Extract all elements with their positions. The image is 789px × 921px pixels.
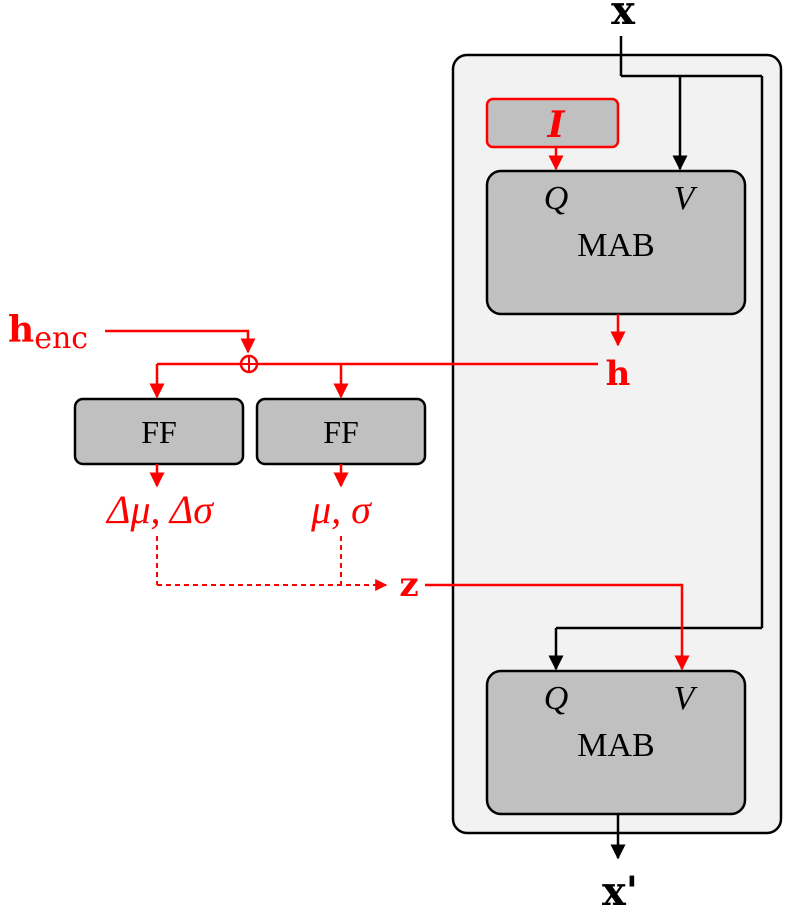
- h-enc-label: henc: [8, 309, 88, 356]
- induced-points-box: [485, 97, 620, 149]
- mab-bottom-q-label: Q: [544, 680, 569, 717]
- z-to-mab-line: [425, 583, 690, 671]
- h-enc-line: [105, 329, 256, 354]
- delta-params-label: Δμ, Δσ: [105, 487, 214, 532]
- ff-left-box: [73, 397, 245, 466]
- mab-bottom-name: MAB: [577, 727, 654, 764]
- mab-top-box: [485, 169, 747, 316]
- ff-left-label: FF: [141, 414, 177, 450]
- induced-points-label: I: [547, 104, 566, 146]
- params-label: μ, σ: [310, 487, 372, 532]
- sum-operator: [239, 354, 259, 374]
- input-x-connections: [548, 36, 764, 671]
- mab-top-name: MAB: [577, 227, 654, 264]
- mab-top-q-label: Q: [544, 180, 569, 217]
- reparam-dashed-lines: [156, 536, 388, 591]
- mab-bottom-box: [485, 669, 747, 816]
- z-label: z: [399, 565, 418, 605]
- input-x-label: x: [611, 0, 636, 34]
- h-label: h: [606, 354, 631, 394]
- output-x-label: x': [602, 868, 638, 915]
- ff-right-label: FF: [323, 414, 359, 450]
